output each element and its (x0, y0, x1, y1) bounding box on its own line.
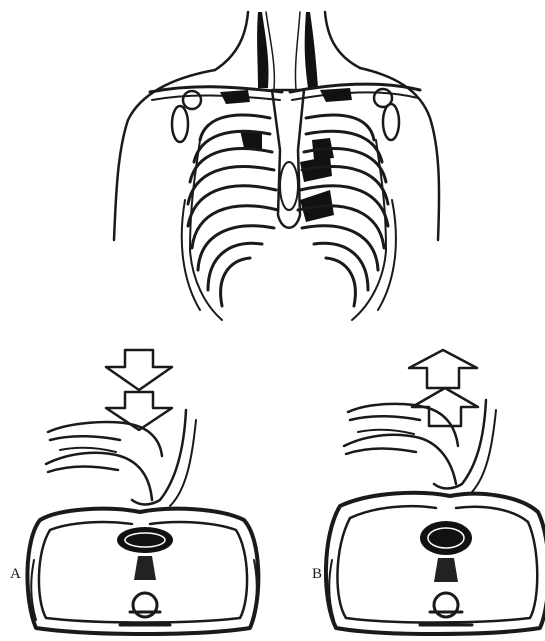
chest-cross-section-b (326, 493, 545, 634)
panel-a (27, 350, 258, 634)
released-hands (344, 400, 496, 492)
down-arrow-icon (106, 392, 172, 430)
panel-label-b: B (312, 566, 322, 583)
neck-vessels (257, 12, 318, 90)
compressing-hands (46, 410, 196, 506)
up-arrow-icon (409, 350, 477, 388)
left-humeral-head (183, 91, 201, 109)
down-arrow-icon (106, 350, 172, 390)
panel-label-a: A (10, 566, 21, 583)
neck-left-outline (215, 12, 248, 70)
neck-right-outline (325, 12, 360, 68)
sternum (272, 90, 304, 228)
panel-b (326, 350, 545, 634)
ribcage-figure (114, 12, 439, 320)
left-ribs (188, 115, 278, 320)
chest-cross-section-a (27, 509, 258, 634)
